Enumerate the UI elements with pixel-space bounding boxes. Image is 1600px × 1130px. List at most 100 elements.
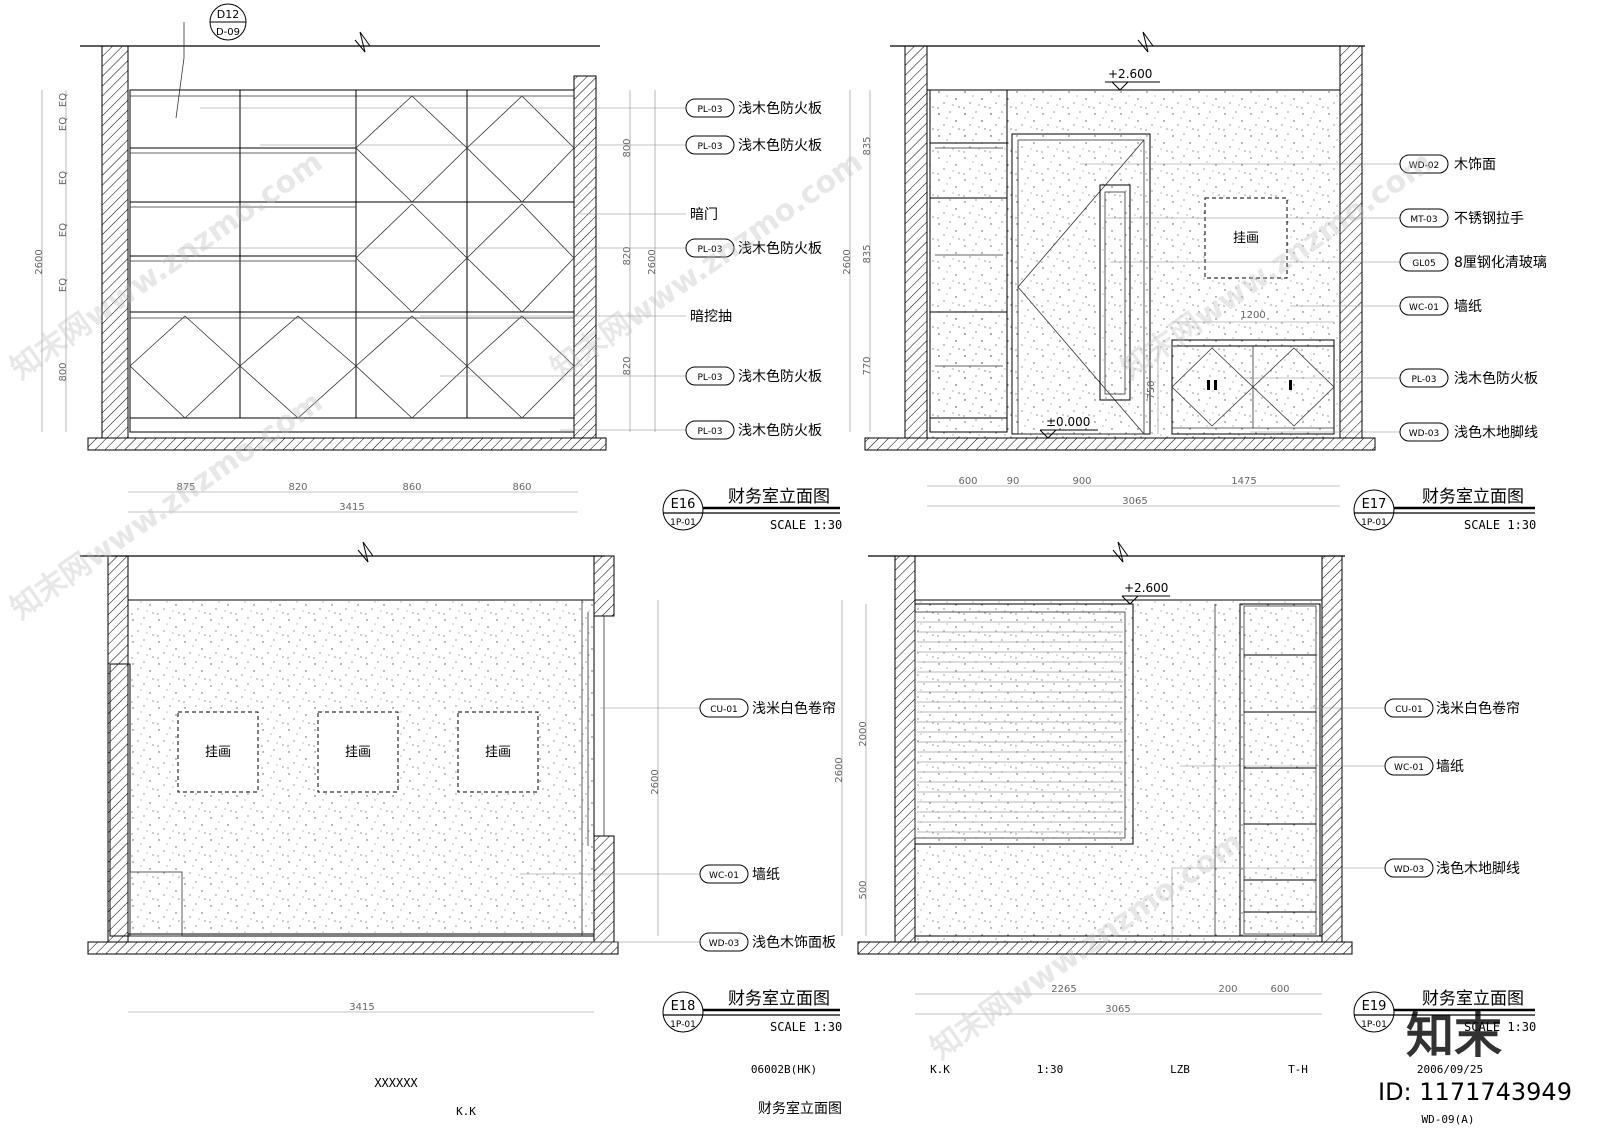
svg-text:1475: 1475 (1231, 476, 1256, 487)
callout-e16-3[interactable]: 暗门 (690, 207, 718, 223)
svg-text:PL-03: PL-03 (698, 427, 723, 437)
svg-text:浅色木地脚线: 浅色木地脚线 (1436, 860, 1520, 877)
watermark-id: ID: 1171743949 (1378, 1078, 1572, 1106)
title-block: XXXXXX K.K 06002B(HK) 财务室立面图 K.K 1:30 LZ… (374, 1063, 1483, 1126)
svg-text:2265: 2265 (1051, 984, 1076, 995)
svg-text:1P-01: 1P-01 (670, 1020, 696, 1030)
title-e19: E19 1P-01 财务室立面图 SCALE 1:30 (1353, 989, 1536, 1034)
client-name: K.K (456, 1105, 476, 1118)
svg-text:1P-01: 1P-01 (1361, 1020, 1387, 1030)
level-top-e19: +2.600 (1121, 581, 1170, 605)
title-e18: E18 1P-01 财务室立面图 SCALE 1:30 (662, 989, 842, 1034)
svg-text:2600: 2600 (842, 249, 853, 274)
svg-text:SCALE 1:30: SCALE 1:30 (1464, 518, 1536, 532)
svg-text:SCALE 1:30: SCALE 1:30 (1464, 1020, 1536, 1034)
svg-text:2000: 2000 (858, 721, 869, 746)
svg-text:2600: 2600 (34, 249, 45, 274)
svg-text:浅米白色卷帘: 浅米白色卷帘 (1436, 700, 1520, 717)
label-hanging-picture: 挂画 (345, 745, 371, 760)
svg-text:EQ: EQ (58, 278, 69, 292)
svg-text:3415: 3415 (339, 502, 364, 513)
elevation-e19: +2.600 2600 2000 500 2265 200 600 3065 C… (834, 541, 1536, 1034)
svg-text:PL-03: PL-03 (1412, 375, 1437, 385)
svg-text:835: 835 (862, 136, 873, 155)
title-e17: E17 1P-01 财务室立面图 SCALE 1:30 (1353, 487, 1536, 532)
svg-text:WD-02: WD-02 (1409, 161, 1440, 171)
svg-text:浅色木地脚线: 浅色木地脚线 (1454, 424, 1538, 441)
svg-text:800: 800 (58, 362, 69, 381)
ref-tag-bottom: D-09 (216, 27, 240, 38)
svg-text:1P-01: 1P-01 (1361, 518, 1387, 528)
svg-text:知末网www.znzmo.com: 知末网www.znzmo.com (5, 145, 330, 387)
svg-text:WD-03: WD-03 (1394, 865, 1425, 875)
svg-text:知末网www.znzmo.com: 知末网www.znzmo.com (5, 385, 330, 627)
svg-text:3065: 3065 (1105, 1004, 1130, 1015)
svg-text:820: 820 (622, 246, 633, 265)
svg-text:EQ: EQ (58, 223, 69, 237)
callout-e16-6[interactable]: PL-03 浅木色防火板 (685, 366, 822, 386)
callout-e19-1[interactable]: CU-01 浅米白色卷帘 (1384, 698, 1520, 718)
svg-text:CU-01: CU-01 (1395, 705, 1423, 715)
svg-text:860: 860 (512, 482, 531, 493)
label-hanging-picture: 挂画 (1233, 231, 1259, 246)
label-hanging-picture: 挂画 (485, 745, 511, 760)
project-name: XXXXXX (374, 1076, 418, 1090)
blind-slats (917, 621, 1123, 833)
svg-text:1P-01: 1P-01 (670, 518, 696, 528)
svg-text:EQ: EQ (58, 93, 69, 107)
svg-text:3065: 3065 (1122, 496, 1147, 507)
svg-text:820: 820 (622, 356, 633, 375)
svg-text:EQ: EQ (58, 117, 69, 131)
svg-text:浅木色防火板: 浅木色防火板 (738, 422, 822, 439)
title-e16: E16 1P-01 财务室立面图 SCALE 1:30 (662, 487, 842, 532)
svg-text:墙纸: 墙纸 (752, 867, 780, 883)
svg-text:E18: E18 (671, 999, 696, 1014)
e16-callouts (180, 107, 686, 431)
callout-e17-6[interactable]: WD-03 浅色木地脚线 (1399, 422, 1538, 442)
svg-text:500: 500 (858, 880, 869, 899)
checked-by: T-H (1288, 1063, 1308, 1076)
svg-text:800: 800 (622, 138, 633, 157)
svg-text:浅色木饰面板: 浅色木饰面板 (752, 934, 836, 951)
e17-callouts (1080, 163, 1400, 433)
svg-text:浅木色防火板: 浅木色防火板 (738, 368, 822, 385)
svg-text:+2.600: +2.600 (1124, 581, 1168, 595)
svg-text:±0.000: ±0.000 (1046, 415, 1090, 429)
svg-text:WD-03: WD-03 (1409, 429, 1440, 439)
drawing-title: 财务室立面图 (758, 1100, 842, 1117)
callout-e19-3[interactable]: WD-03 浅色木地脚线 (1384, 858, 1520, 878)
callout-e16-1[interactable]: PL-03 浅木色防火板 (685, 98, 822, 118)
svg-text:835: 835 (862, 244, 873, 263)
svg-text:820: 820 (288, 482, 307, 493)
svg-text:暗挖抽: 暗挖抽 (690, 309, 732, 325)
drawing-scale: 1:30 (1037, 1063, 1064, 1076)
level-top-e17: +2.600 (1105, 67, 1160, 91)
label-hanging-picture: 挂画 (205, 745, 231, 760)
svg-text:90: 90 (1007, 476, 1020, 487)
watermark-logo: 知末 (1406, 1008, 1502, 1064)
svg-text:SCALE 1:30: SCALE 1:30 (770, 1020, 842, 1034)
svg-text:财务室立面图: 财务室立面图 (1422, 989, 1524, 1009)
svg-text:浅木色防火板: 浅木色防火板 (738, 100, 822, 117)
svg-text:200: 200 (1218, 984, 1237, 995)
callout-e16-7[interactable]: PL-03 浅木色防火板 (685, 420, 822, 440)
elevation-e17: 挂画 +2.600 ±0.000 2600 835 835 770 1200 (842, 31, 1547, 532)
callout-e16-5[interactable]: 暗挖抽 (690, 309, 732, 325)
svg-text:600: 600 (958, 476, 977, 487)
svg-text:PL-03: PL-03 (698, 373, 723, 383)
svg-text:PL-03: PL-03 (698, 105, 723, 115)
sheet-number: WD-09(A) (1422, 1113, 1475, 1126)
svg-text:PL-03: PL-03 (698, 245, 723, 255)
